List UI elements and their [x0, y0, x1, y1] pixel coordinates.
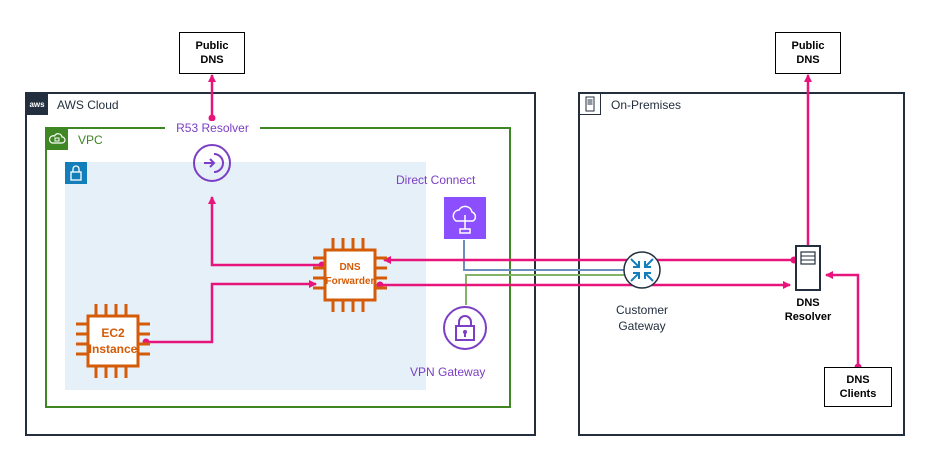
dns-resolver-line1: DNS [796, 297, 820, 309]
r53-resolver-label: R53 Resolver [165, 121, 260, 135]
dns-forwarder-line2: Forwarder [325, 276, 375, 287]
dns-clients-line2: Clients [839, 388, 877, 400]
dns-clients-line1: DNS [846, 374, 870, 386]
public-dns-right-line1: Public [791, 40, 825, 52]
ec2-instance-label: EC2 Instance [74, 325, 152, 357]
dns-resolver-line2: Resolver [784, 311, 832, 323]
dns-forwarder-label: DNS Forwarder [311, 261, 389, 289]
on-premises-title: On-Premises [611, 98, 682, 112]
aws-logo-text: aws [29, 99, 45, 109]
dns-forwarder-line1: DNS [339, 262, 361, 273]
ec2-to-forwarder [146, 280, 317, 344]
vpc-group [45, 127, 511, 408]
clients-to-resolver [825, 271, 860, 367]
customer-gateway-label: Customer Gateway [602, 302, 682, 334]
aws-cloud-title: AWS Cloud [57, 98, 119, 112]
vpn-link [465, 274, 624, 305]
public-dns-left-line1: Public [195, 40, 229, 52]
dns-resolver-label: DNS Resolver [772, 296, 844, 324]
ec2-instance-chip-icon [74, 302, 152, 380]
vpc-cloud-icon [46, 128, 68, 150]
public-dns-box-right: Public DNS [775, 32, 841, 74]
r53-resolver-icon [192, 143, 232, 183]
vpn-gateway-label: VPN Gateway [410, 365, 486, 379]
subnet-lock-icon [65, 162, 87, 184]
customer-gateway-icon [622, 250, 662, 290]
public-dns-box-left: Public DNS [179, 32, 245, 74]
direct-connect-label: Direct Connect [396, 173, 476, 187]
direct-connect-icon [444, 197, 486, 239]
direct-connect-link [463, 240, 624, 271]
server-rack-icon [579, 93, 601, 115]
customer-gateway-line2: Gateway [618, 319, 666, 333]
dns-resolver-server-icon [794, 244, 822, 292]
public-dns-left-line2: DNS [200, 54, 224, 66]
customer-gateway-line1: Customer [615, 303, 668, 317]
ec2-instance-line1: EC2 [101, 326, 125, 340]
ec2-instance-line2: Instance [88, 342, 138, 356]
vpc-title: VPC [78, 133, 103, 147]
vpn-gateway-icon [442, 305, 488, 351]
aws-logo-icon: aws [26, 93, 48, 115]
forwarder-to-r53 [208, 196, 322, 267]
public-dns-right-line2: DNS [796, 54, 820, 66]
dns-clients-box: DNS Clients [824, 367, 892, 407]
dns-forwarder-chip-icon [311, 236, 389, 314]
